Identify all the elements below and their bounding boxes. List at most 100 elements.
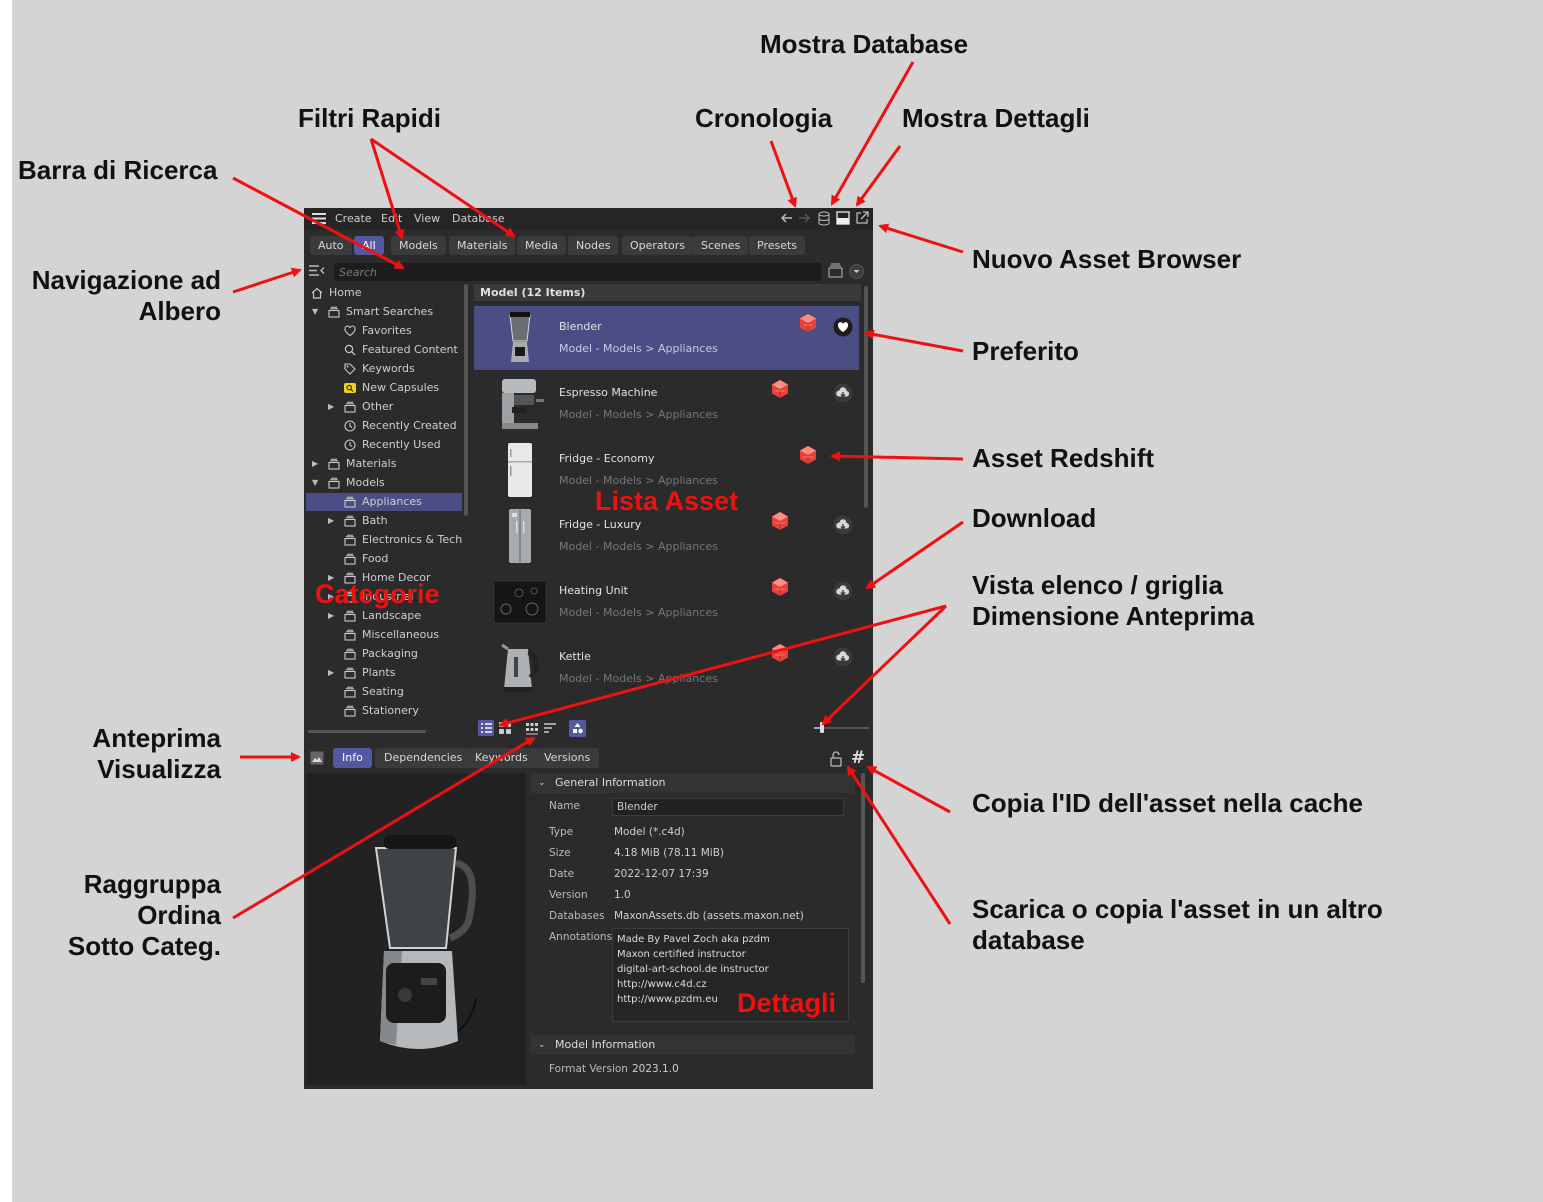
show-details-icon[interactable] <box>836 211 850 228</box>
cloud-download-icon[interactable] <box>833 581 853 601</box>
label-navigazione-line1: Navigazione ad <box>31 265 221 295</box>
tree-item-appliances[interactable]: Appliances <box>306 493 462 511</box>
asset-name: Heating Unit <box>559 584 628 597</box>
new-asset-browser-icon[interactable] <box>855 211 869 228</box>
collapsed-arrow-icon[interactable]: ▶ <box>328 668 335 677</box>
download-copy-lock-icon[interactable] <box>828 750 844 770</box>
menu-view[interactable]: View <box>414 212 441 225</box>
search-input[interactable] <box>334 263 824 281</box>
tree-item-other[interactable]: ▶Other <box>306 398 462 416</box>
tree-item-keywords[interactable]: Keywords <box>306 360 462 378</box>
tree-item-food[interactable]: Food <box>306 550 462 568</box>
overlay-categorie: Categorie <box>315 579 440 609</box>
collapsed-arrow-icon[interactable]: ▶ <box>328 592 335 601</box>
search-options-icon[interactable] <box>849 264 864 282</box>
filter-media[interactable]: Media <box>517 236 567 255</box>
group-icon[interactable] <box>524 720 540 739</box>
search-folder-icon[interactable] <box>828 263 843 281</box>
cloud-download-icon[interactable] <box>833 515 853 535</box>
tree-item-plants[interactable]: ▶Plants <box>306 664 462 682</box>
label-copia-id: Copia l'ID dell'asset nella cache <box>972 788 1363 818</box>
tree-item-electronics-techn[interactable]: Electronics & Techn <box>306 531 462 549</box>
details-scrollbar[interactable] <box>861 773 865 983</box>
tree-item-miscellaneous[interactable]: Miscellaneous <box>306 626 462 644</box>
menu-edit[interactable]: Edit <box>381 212 403 225</box>
filter-operators[interactable]: Operators <box>622 236 693 255</box>
show-database-icon[interactable] <box>817 211 831 229</box>
label-preferito: Preferito <box>972 336 1079 366</box>
hamburger-menu-icon[interactable] <box>312 212 326 228</box>
tree-item-packaging[interactable]: Packaging <box>306 645 462 663</box>
tab-info[interactable]: Info <box>333 748 372 768</box>
tree-item-smart-searches[interactable]: ▼Smart Searches <box>306 303 462 321</box>
collapsed-arrow-icon[interactable]: ▶ <box>328 516 335 525</box>
tree-item-label: Industrial <box>362 590 414 603</box>
expanded-arrow-icon[interactable]: ▼ <box>312 478 319 487</box>
tree-item-favorites[interactable]: Favorites <box>306 322 462 340</box>
cloud-download-icon[interactable] <box>833 647 853 667</box>
subcategories-icon[interactable] <box>569 720 586 737</box>
collapsed-arrow-icon[interactable]: ▶ <box>312 459 319 468</box>
tree-item-label: Packaging <box>362 647 418 660</box>
tree-item-industrial[interactable]: ▶ Industrial <box>306 588 462 606</box>
model-information-header[interactable]: ⌄ Model Information <box>530 1035 855 1055</box>
tree-item-bath[interactable]: ▶Bath <box>306 512 462 530</box>
tree-item-materials[interactable]: ▶Materials <box>306 455 462 473</box>
annotations-field[interactable]: Made By Pavel Zoch aka pzdm Maxon certif… <box>612 928 849 1022</box>
annotation-line: http://www.c4d.cz <box>617 979 707 990</box>
sort-icon[interactable] <box>542 720 558 739</box>
favorite-heart-icon[interactable] <box>833 317 853 337</box>
cloud-download-icon[interactable] <box>833 383 853 403</box>
preview-size-slider-handle[interactable] <box>820 722 824 733</box>
tree-item-featured-content[interactable]: Featured Content <box>306 341 462 359</box>
preview-size-slider-track <box>814 722 869 733</box>
tree-item-models[interactable]: ▼Models <box>306 474 462 492</box>
tree-item-recently-used[interactable]: Recently Used <box>306 436 462 454</box>
general-information-header[interactable]: ⌄ General Information <box>530 773 855 793</box>
tree-item-home[interactable]: Home <box>306 284 462 302</box>
name-field[interactable] <box>612 798 844 816</box>
tree-item-seating[interactable]: Seating <box>306 683 462 701</box>
tree-item-stationery[interactable]: Stationery <box>306 702 462 720</box>
filter-auto[interactable]: Auto <box>310 236 352 255</box>
list-view-icon[interactable] <box>478 720 494 736</box>
filter-nodes[interactable]: Nodes <box>568 236 619 255</box>
tree-item-recently-created[interactable]: Recently Created <box>306 417 462 435</box>
collapsed-arrow-icon[interactable]: ▶ <box>328 573 335 582</box>
filter-scenes[interactable]: Scenes <box>693 236 749 255</box>
label-mostra-dettagli: Mostra Dettagli <box>902 103 1090 133</box>
folder-icon <box>344 401 356 413</box>
tree-toggle-icon[interactable] <box>309 264 325 280</box>
grid-view-icon[interactable] <box>497 720 513 739</box>
menu-database[interactable]: Database <box>452 212 505 225</box>
preview-toggle-icon[interactable] <box>310 751 324 768</box>
asset-thumbnail <box>492 639 548 697</box>
filter-presets[interactable]: Presets <box>749 236 806 255</box>
copy-asset-id-icon[interactable]: # <box>851 748 866 768</box>
asset-thumbnail <box>492 441 548 499</box>
tree-hscrollbar[interactable] <box>308 730 426 733</box>
expanded-arrow-icon[interactable]: ▼ <box>312 307 319 316</box>
filter-models[interactable]: Models <box>391 236 446 255</box>
collapsed-arrow-icon[interactable]: ▶ <box>328 402 335 411</box>
filter-all[interactable]: All <box>354 236 384 255</box>
filter-materials[interactable]: Materials <box>449 236 516 255</box>
history-forward-icon[interactable] <box>797 211 811 228</box>
menu-create[interactable]: Create <box>335 212 372 225</box>
tab-versions[interactable]: Versions <box>535 748 600 768</box>
tree-item-landscape[interactable]: ▶Landscape <box>306 607 462 625</box>
tree-item-home-decor[interactable]: ▶Home Decor <box>306 569 462 587</box>
asset-list-scrollbar[interactable] <box>864 286 868 508</box>
collapsed-arrow-icon[interactable]: ▶ <box>328 611 335 620</box>
tree-scrollbar[interactable] <box>464 284 468 516</box>
tab-keywords[interactable]: Keywords <box>466 748 537 768</box>
tree-item-new-capsules[interactable]: New Capsules <box>306 379 462 397</box>
tab-dependencies[interactable]: Dependencies <box>375 748 472 768</box>
history-back-icon[interactable] <box>780 211 794 228</box>
